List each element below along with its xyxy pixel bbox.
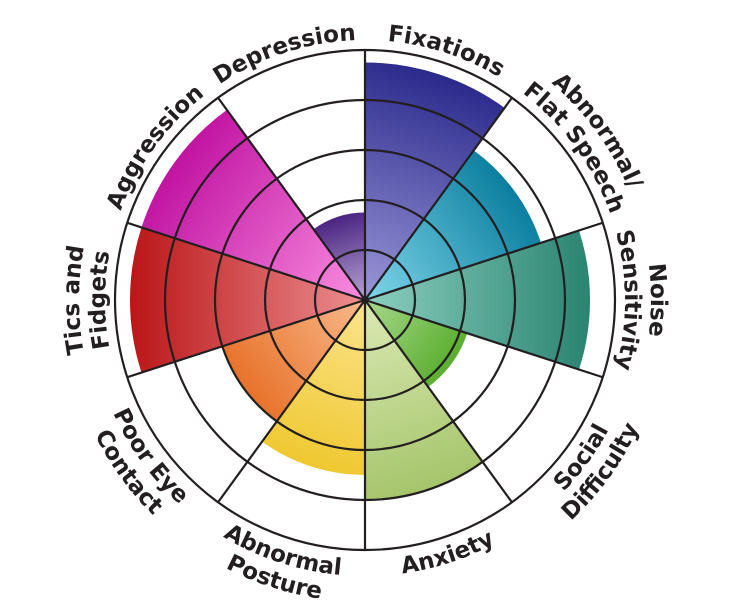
category-label: Noise: [643, 262, 671, 338]
grid: [113, 48, 617, 552]
sector-poor-eye-contact: [222, 300, 365, 422]
spoke: [364, 299, 513, 503]
center-hub: [361, 296, 369, 304]
sector-fixations: [365, 62, 505, 300]
spoke: [217, 97, 366, 301]
sector-abnormal-flat-speech: [365, 150, 541, 300]
category-label-text: Depression: [209, 20, 357, 89]
sector-noise-sensitivity: [365, 230, 590, 370]
category-label: Depression: [209, 20, 357, 89]
sector-aggression: [141, 109, 365, 300]
category-label: Fidgets: [85, 249, 115, 352]
spoke: [364, 97, 513, 301]
category-label-text: Tics and: [59, 243, 90, 356]
spoke: [217, 299, 366, 503]
sector-tics-and-fidgets: [130, 227, 365, 373]
spoke: [364, 298, 604, 379]
category-label-text: Noise: [643, 262, 671, 338]
spoke: [126, 221, 366, 302]
category-label-text: Fidgets: [85, 249, 115, 352]
sector-anxiety: [365, 300, 483, 500]
category-label: Tics and: [59, 243, 90, 356]
sectors: [130, 62, 590, 500]
category-label: Anxiety: [399, 525, 498, 579]
spoke: [364, 221, 604, 302]
category-label-text: Anxiety: [399, 525, 498, 579]
spoke: [126, 298, 366, 379]
